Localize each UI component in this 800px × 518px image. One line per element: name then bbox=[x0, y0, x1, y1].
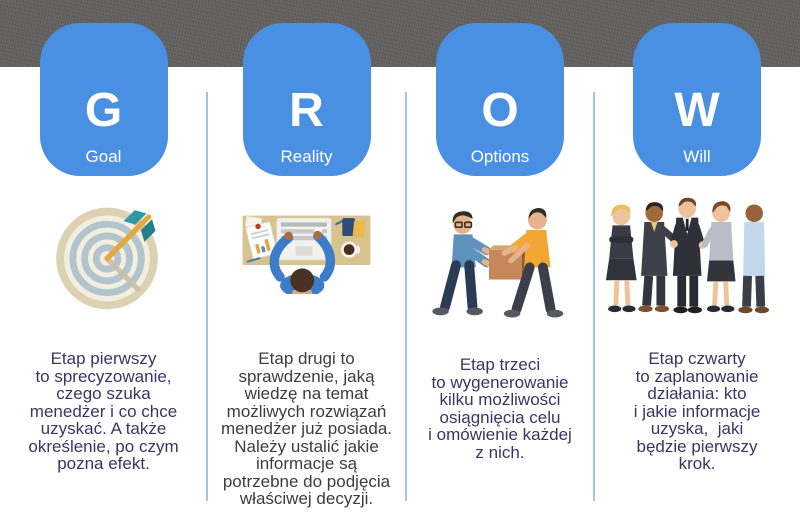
target-icon bbox=[55, 207, 158, 310]
column-divider bbox=[593, 92, 595, 501]
business-people-meeting-illustration bbox=[594, 188, 800, 322]
options-label: Options bbox=[470, 147, 530, 166]
movers-icon bbox=[432, 208, 564, 318]
reality-letter: R bbox=[289, 84, 324, 137]
goal-label: Goal bbox=[85, 147, 122, 166]
column-options: O Options bbox=[406, 0, 594, 518]
goal-card: G Goal bbox=[39, 23, 168, 176]
will-description: Etap czwarty to zaplanowanie działania: … bbox=[633, 349, 761, 473]
will-label: Will bbox=[683, 147, 711, 166]
desk-worker-icon bbox=[242, 215, 371, 294]
meeting-group-icon bbox=[605, 197, 770, 314]
column-will: W Will bbox=[594, 0, 800, 518]
column-reality: R Reality bbox=[207, 0, 406, 518]
target-with-arrow-illustration bbox=[0, 188, 207, 321]
column-divider bbox=[206, 92, 208, 501]
reality-description: Etap drugi to sprawdzenie, jaką wiedzę n… bbox=[220, 349, 393, 508]
two-people-carrying-box-illustration bbox=[406, 188, 594, 327]
column-divider bbox=[405, 92, 407, 501]
options-card: O Options bbox=[436, 23, 564, 176]
will-letter: W bbox=[674, 84, 720, 137]
will-card: W Will bbox=[633, 23, 761, 176]
goal-description: Etap pierwszy to sprecyzowanie, czego sz… bbox=[28, 349, 179, 473]
person-working-at-desk-illustration bbox=[207, 188, 406, 294]
reality-label: Reality bbox=[280, 147, 333, 166]
reality-card: R Reality bbox=[242, 23, 371, 176]
column-goal: G Goal Etap pierwszy to sprecyzowani bbox=[0, 0, 207, 518]
options-letter: O bbox=[481, 84, 519, 137]
goal-letter: G bbox=[84, 84, 123, 137]
options-description: Etap trzeci to wygenerowanie kilku możli… bbox=[428, 355, 572, 462]
